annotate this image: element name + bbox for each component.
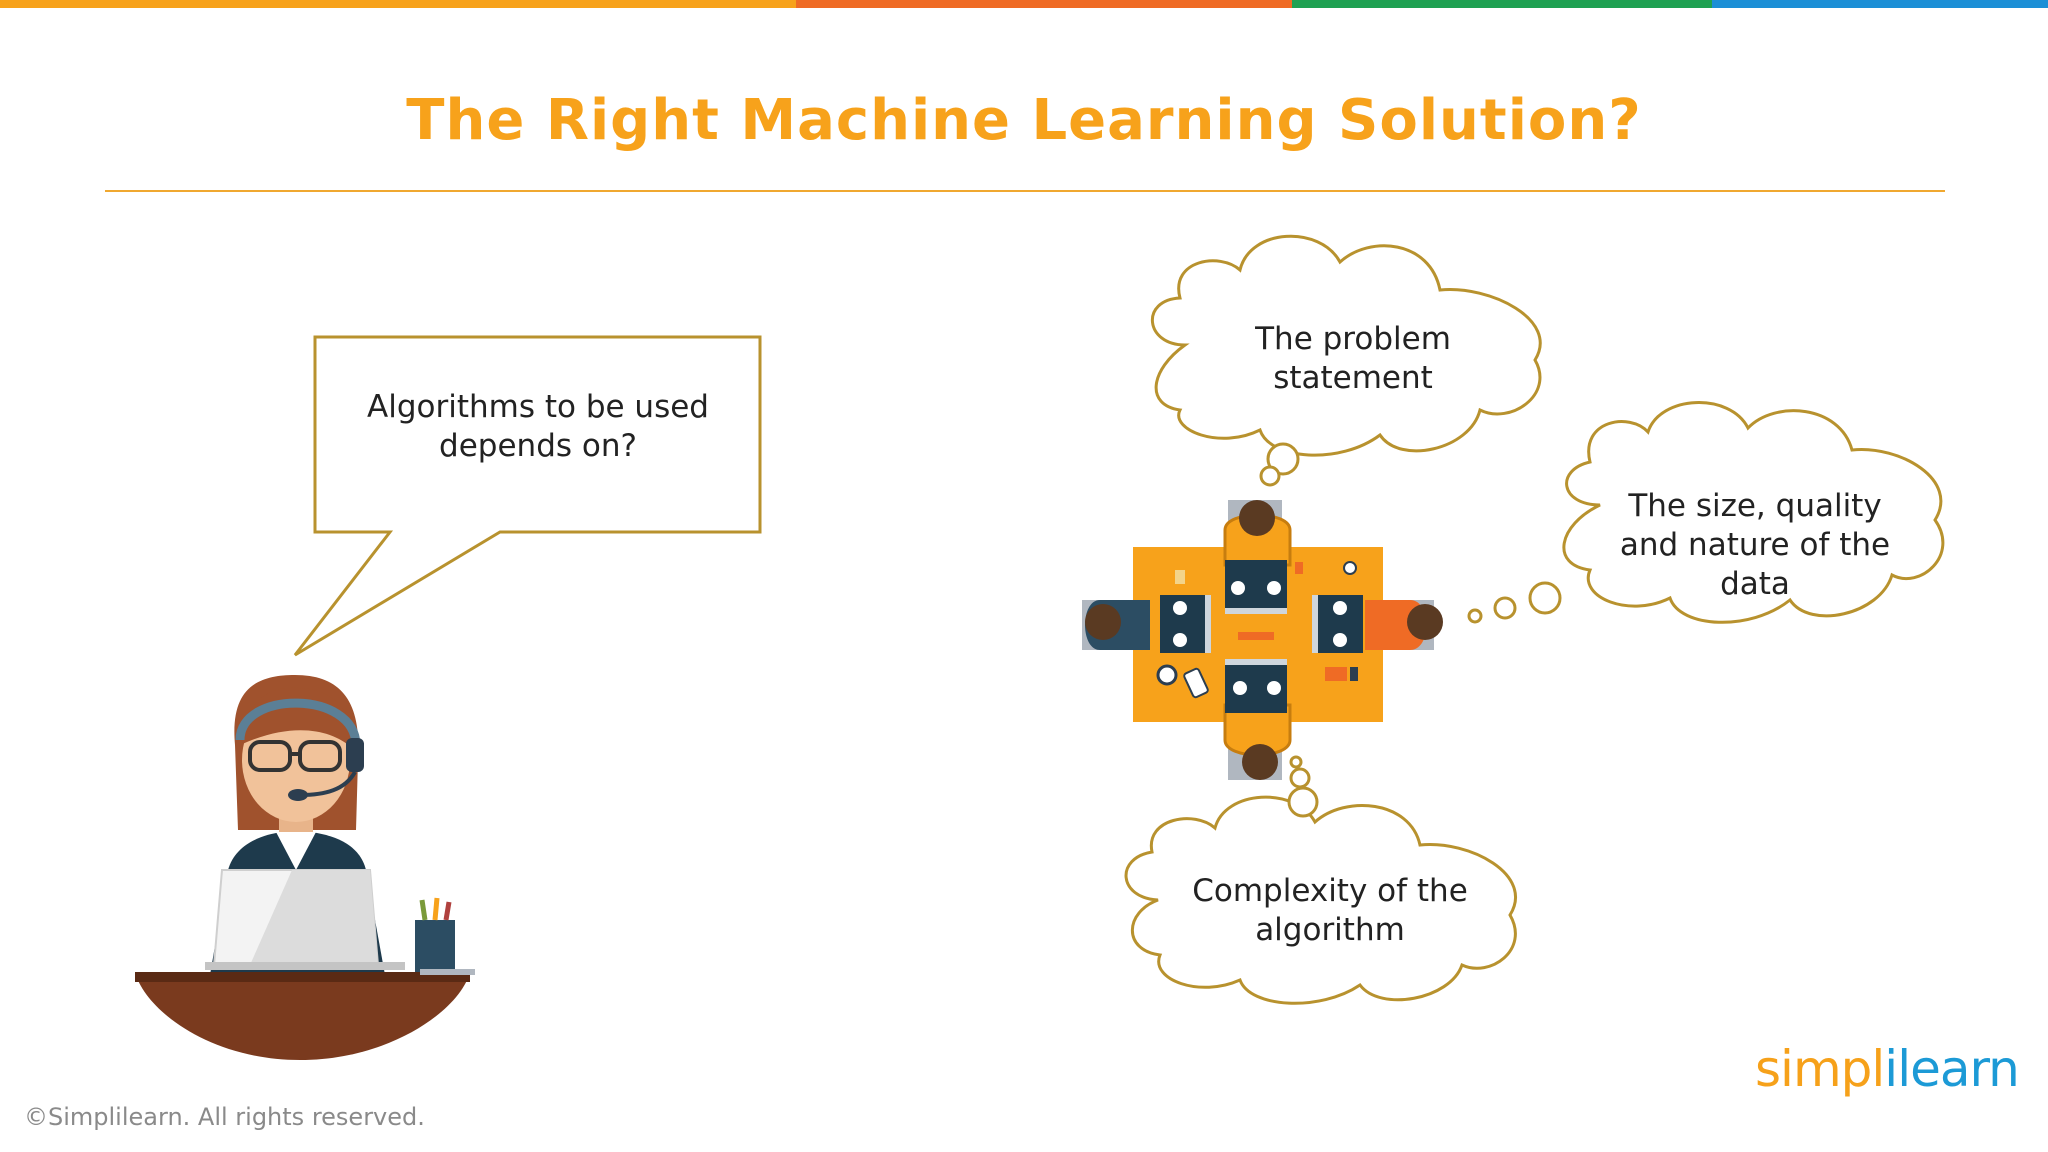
top-color-bar xyxy=(0,0,2048,8)
thought-cloud-data xyxy=(1467,401,1945,624)
logo-text-learn: learn xyxy=(1897,1040,2020,1098)
speech-bubble xyxy=(293,335,762,657)
thought-cloud-problem xyxy=(1151,234,1542,487)
simplilearn-logo: simplilearn xyxy=(1755,1040,2020,1098)
top-bar-segment-blue xyxy=(1712,0,2048,8)
thought-text-problem: The problem statement xyxy=(1255,321,1451,396)
title-underline xyxy=(105,190,1945,192)
top-bar-segment-green xyxy=(1292,0,1712,8)
top-bar-segment-orange xyxy=(0,0,796,8)
logo-text-simpl: simpl xyxy=(1755,1040,1885,1098)
speech-bubble-text: Algorithms to be used depends on? xyxy=(367,389,709,464)
logo-text-i: i xyxy=(1884,1040,1898,1098)
woman-with-headset-illustration xyxy=(135,675,475,1060)
team-at-table-illustration xyxy=(1082,500,1443,780)
thought-text-complexity: Complexity of the algorithm xyxy=(1192,873,1468,948)
slide-title: The Right Machine Learning Solution? xyxy=(406,88,1642,153)
top-bar-segment-red xyxy=(796,0,1292,8)
thought-cloud-complexity xyxy=(1124,755,1518,1005)
thought-text-data: The size, quality and nature of the data xyxy=(1619,488,1891,602)
copyright-notice: ©Simplilearn. All rights reserved. xyxy=(24,1103,425,1131)
